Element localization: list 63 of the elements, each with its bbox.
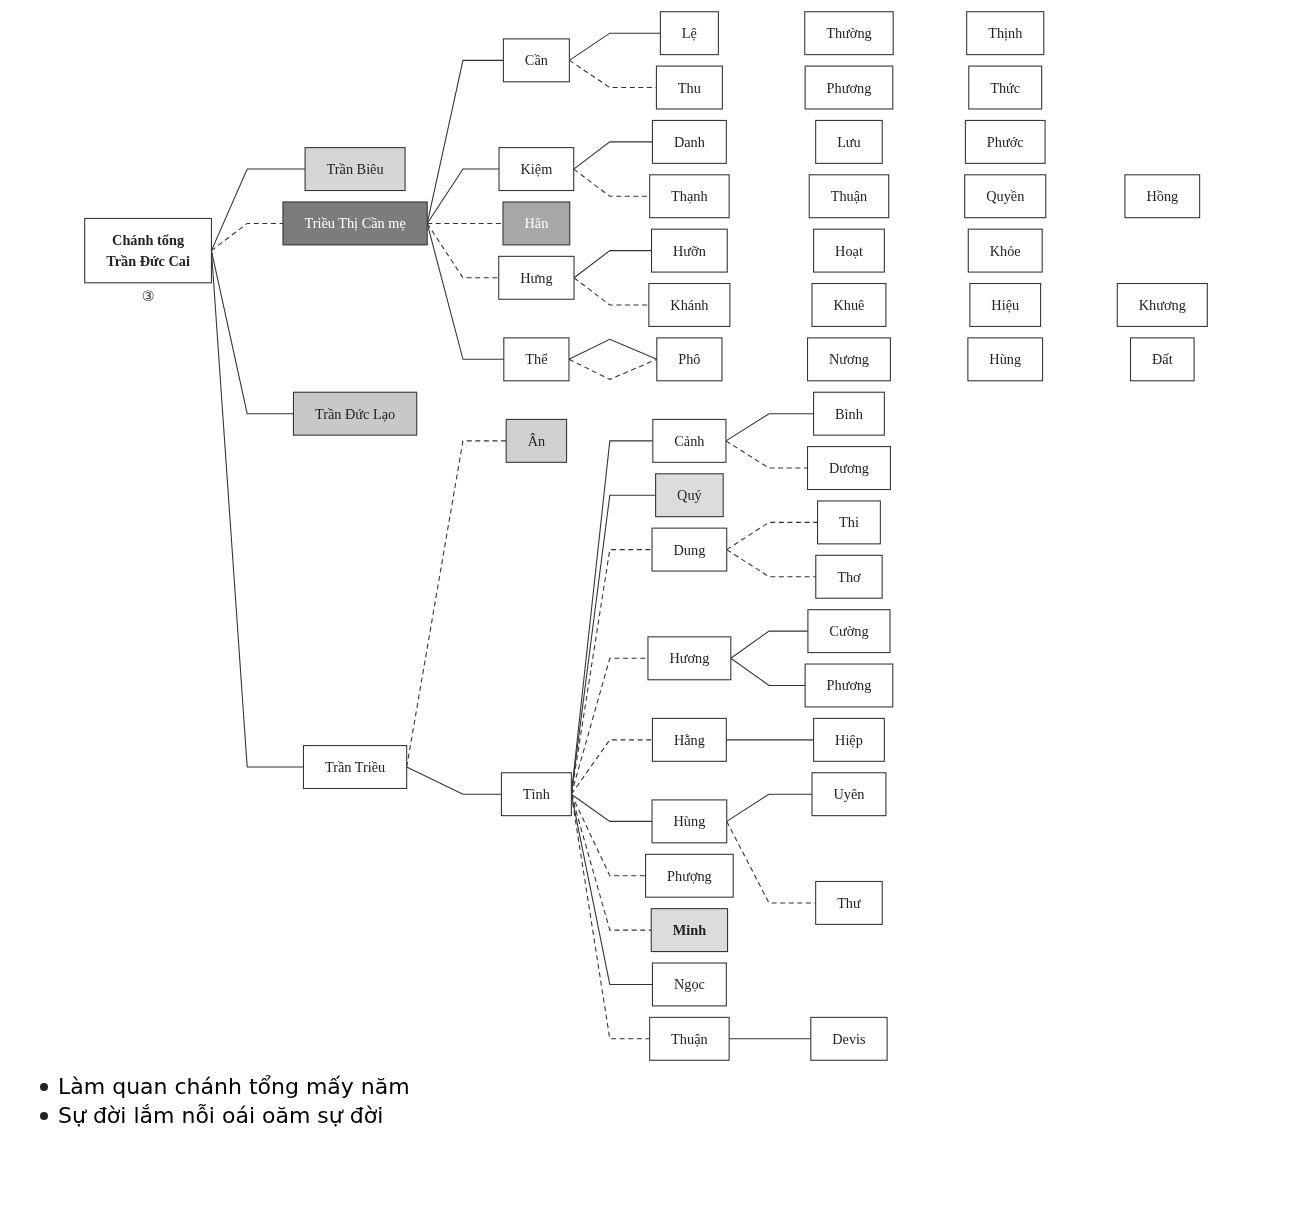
node-box: Thơ <box>815 554 883 599</box>
note-text: Làm quan chánh tổng mấy năm <box>58 1074 410 1099</box>
node-box: Thu <box>655 65 723 110</box>
node-box: Hùng <box>651 799 728 844</box>
node-box: Thịnh <box>966 11 1045 56</box>
node-box: Phượng <box>645 853 734 898</box>
node-box: Cần <box>502 38 570 83</box>
node-box: Hương <box>647 636 732 681</box>
node-box: Hưỡn <box>651 228 728 273</box>
node-box: Quý <box>655 473 724 518</box>
node-box: Phương <box>804 663 894 708</box>
node-box: Tình <box>500 772 572 817</box>
note-text: Sự đời lắm nỗi oái oăm sự đời <box>58 1103 384 1128</box>
circled-number: ③ <box>141 288 155 305</box>
node-box: Minh <box>650 908 729 953</box>
node-box: Uyên <box>811 772 887 817</box>
node-box: Phước <box>964 119 1046 164</box>
node-box: Triều Thị Cần mẹ <box>282 201 428 246</box>
node-box: Hồng <box>1124 174 1201 219</box>
node-box: Ngọc <box>651 962 727 1007</box>
node-box: Phô <box>656 337 723 382</box>
node-box: Devis <box>810 1016 888 1061</box>
node-box: Khương <box>1116 283 1208 327</box>
node-box: Trần Triều <box>302 745 408 789</box>
node-box: Chánh tổng Trần Đức Cai <box>84 217 212 284</box>
node-box: Khỏe <box>967 228 1043 273</box>
node-box: Hiệu <box>969 283 1042 327</box>
node-box: Dương <box>807 446 891 491</box>
node-box: Thể <box>503 337 570 382</box>
node-box: Hân <box>502 201 571 246</box>
node-box: Kiệm <box>498 147 575 192</box>
connector <box>573 141 653 170</box>
node-box: Danh <box>651 119 727 164</box>
node-box: Hùng <box>967 337 1044 382</box>
connector <box>730 657 806 687</box>
node-box: Lệ <box>659 11 719 56</box>
node-box: Trần Biêu <box>304 147 406 192</box>
node-box: Ân <box>505 418 568 463</box>
node-box: Thường <box>804 11 894 56</box>
node-box: Trần Đức Lạo <box>292 391 418 436</box>
node-box: Phương <box>804 65 894 110</box>
node-box: Thức <box>968 65 1043 110</box>
node-box: Quyền <box>964 174 1047 219</box>
node-box: Lưu <box>815 119 883 164</box>
node-box: Khuê <box>811 283 887 327</box>
node-box: Hằng <box>651 717 727 762</box>
node-box: Đất <box>1129 337 1195 382</box>
node-box: Cảnh <box>652 418 727 463</box>
node-box: Bình <box>813 391 885 436</box>
node-box: Thuận <box>649 1016 730 1061</box>
node-box: Thạnh <box>649 174 730 219</box>
node-box: Cường <box>807 609 891 654</box>
connector <box>406 766 502 795</box>
node-box: Hoạt <box>813 228 885 273</box>
node-box: Thư <box>815 880 883 925</box>
node-box: Hiệp <box>813 717 885 762</box>
node-box: Thi <box>817 500 881 545</box>
node-box: Hưng <box>498 255 575 300</box>
node-box: Thuận <box>808 174 890 219</box>
node-box: Nương <box>807 337 891 382</box>
node-box: Khánh <box>648 283 731 327</box>
connector <box>726 793 813 822</box>
node-box: Dung <box>651 527 728 572</box>
